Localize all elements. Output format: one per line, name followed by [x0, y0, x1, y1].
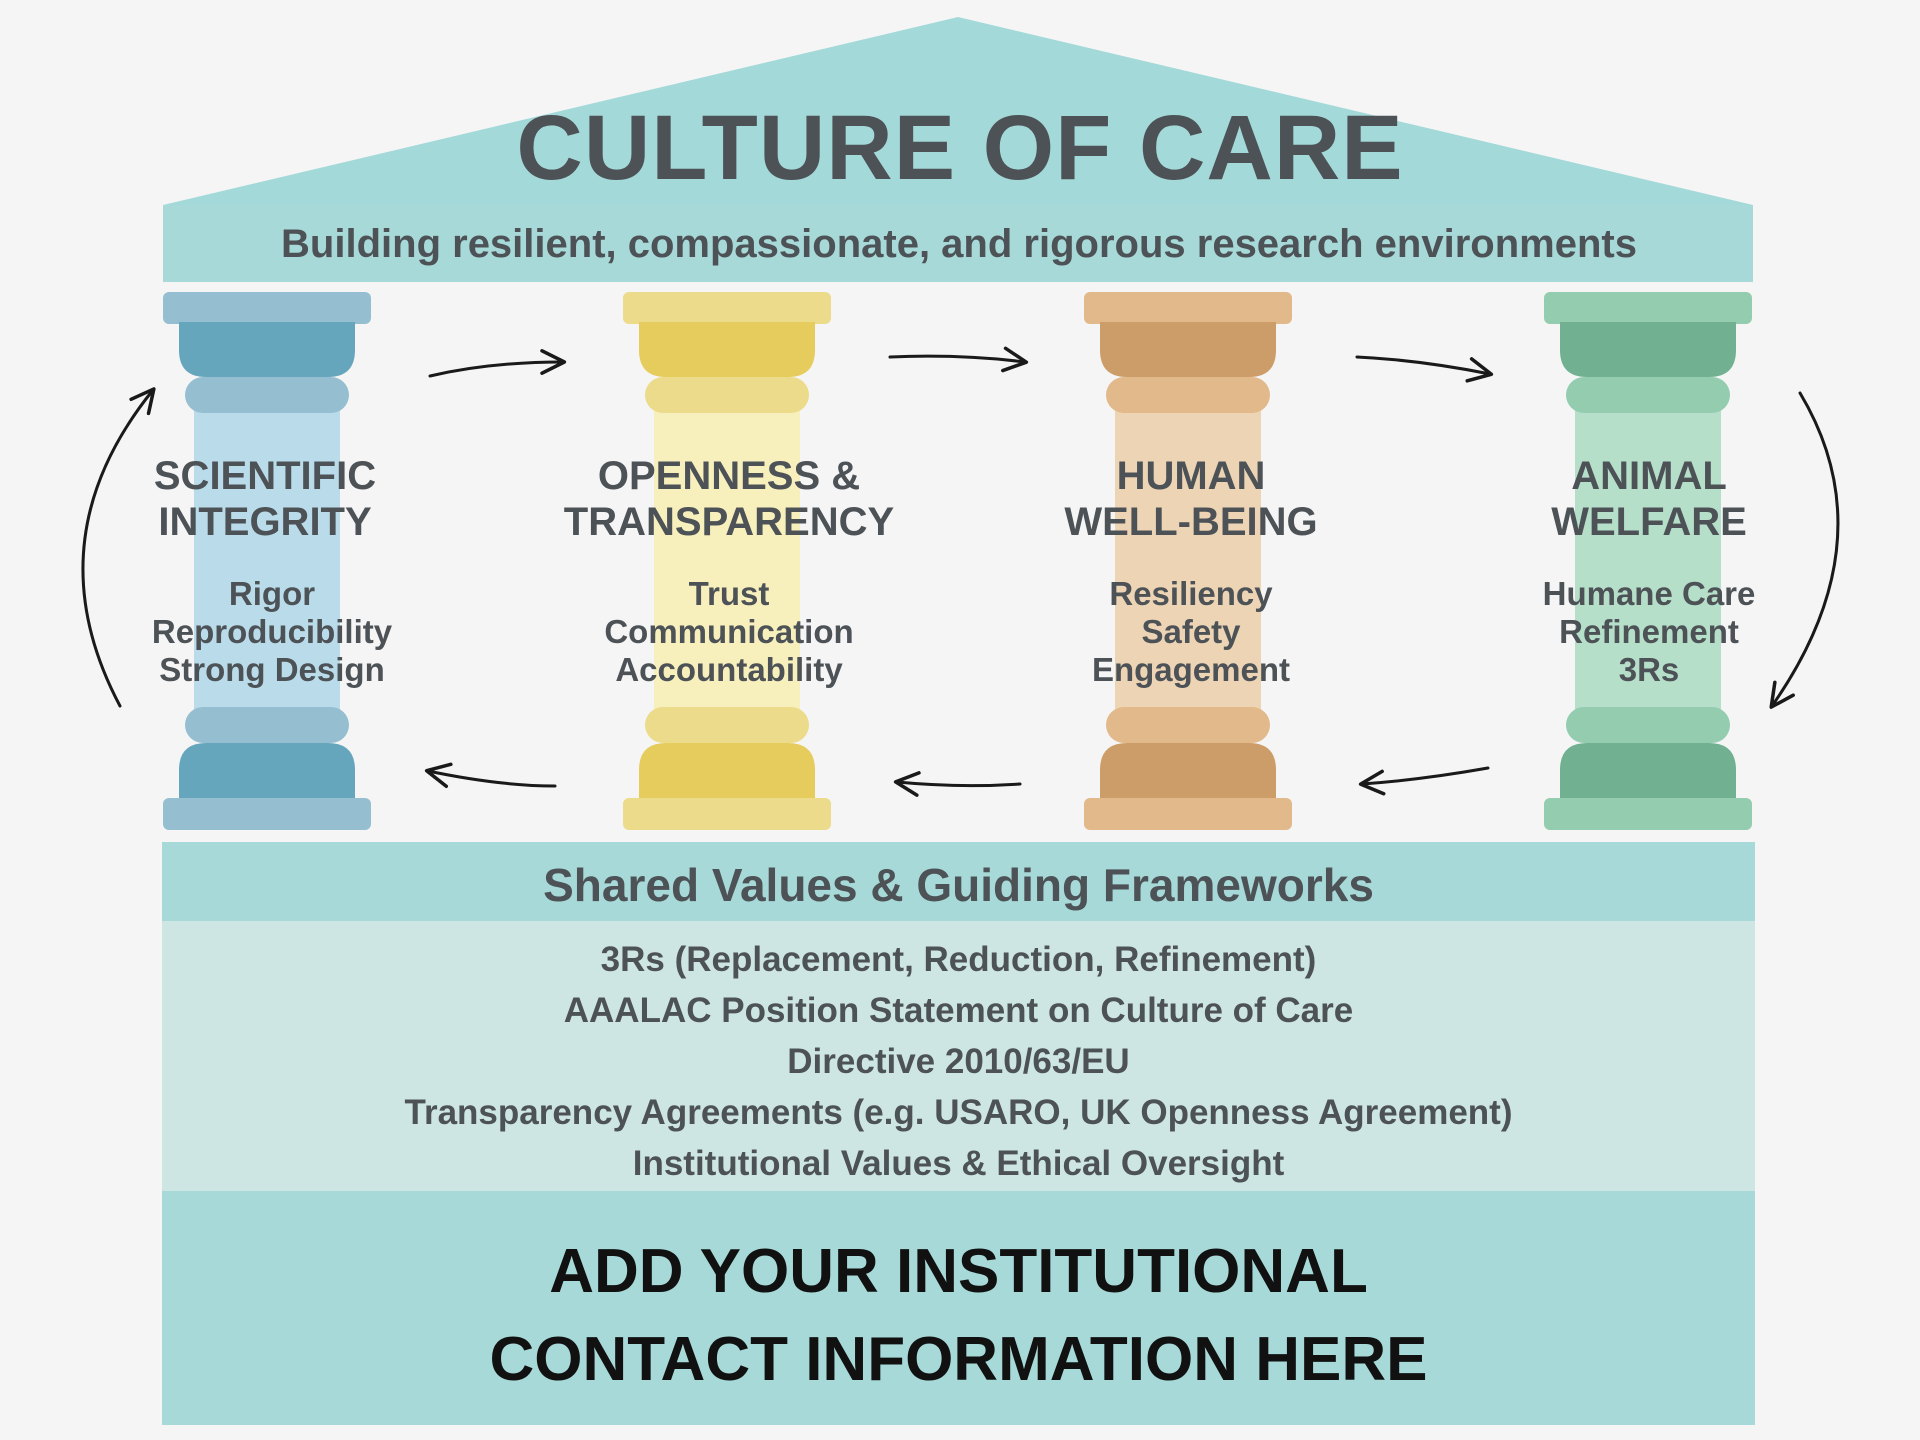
cycle-arrow-icon — [1769, 391, 1840, 709]
pillar-base-torus — [1560, 743, 1736, 800]
pillar-human-well-being — [1084, 292, 1292, 830]
pillar-openness-transparency — [623, 292, 831, 830]
cycle-arrow-icon — [893, 771, 1022, 797]
cycle-arrow-icon — [888, 346, 1029, 373]
pillar-capital-echinus — [1560, 322, 1736, 377]
foundation-title: Shared Values & Guiding Frameworks — [543, 859, 1374, 911]
contact-placeholder: ADD YOUR INSTITUTIONAL CONTACT INFORMATI… — [489, 1237, 1428, 1394]
pillar-items: Humane Care Refinement 3Rs — [1542, 575, 1756, 688]
pillar-shaft — [654, 410, 800, 710]
foundation-item: Directive 2010/63/EU — [787, 1042, 1130, 1081]
pillar-base-ring — [185, 707, 349, 743]
cycle-arrow-icon — [424, 762, 557, 788]
pillar-items: Rigor Reproducibility Strong Design — [151, 575, 393, 688]
pillar-title: ANIMAL WELFARE — [1551, 454, 1747, 544]
diagram-title: CULTURE OF CARE — [516, 97, 1404, 199]
contact-band — [162, 1191, 1755, 1425]
pillar-shaft — [194, 410, 340, 710]
pillar-items: Trust Communication Accountability — [604, 575, 854, 688]
pillar-capital-ring — [185, 377, 349, 413]
cycle-arrow-icon — [1355, 355, 1494, 383]
pillar-base-ring — [645, 707, 809, 743]
pillar-shaft — [1115, 410, 1261, 710]
pillar-capital-echinus — [1100, 322, 1276, 377]
foundation-item: 3Rs (Replacement, Reduction, Refinement) — [600, 940, 1317, 979]
pillar-base-torus — [179, 743, 355, 800]
pillar-title: SCIENTIFIC INTEGRITY — [153, 454, 377, 544]
pillar-capital-top — [1544, 292, 1752, 324]
pillar-plinth — [1544, 798, 1752, 830]
foundation-item: AAALAC Position Statement on Culture of … — [563, 991, 1354, 1030]
diagram-subtitle: Building resilient, compassionate, and r… — [281, 222, 1637, 266]
pillar-title: HUMAN WELL-BEING — [1064, 454, 1318, 544]
cycle-arrow-icon — [81, 387, 156, 708]
pillar-plinth — [163, 798, 371, 830]
pillar-capital-echinus — [179, 322, 355, 377]
pillar-animal-welfare — [1544, 292, 1752, 830]
foundation-list: 3Rs (Replacement, Reduction, Refinement)… — [162, 934, 1755, 1189]
pillar-shaft — [1575, 410, 1721, 710]
pillar-capital-top — [623, 292, 831, 324]
roof — [163, 17, 1753, 205]
pillar-base-torus — [1100, 743, 1276, 800]
foundation-item: Institutional Values & Ethical Oversight — [632, 1144, 1285, 1183]
pillar-capital-ring — [645, 377, 809, 413]
pillar-capital-ring — [1106, 377, 1270, 413]
pillar-items: Resiliency Safety Engagement — [1091, 575, 1291, 688]
pillar-capital-top — [163, 292, 371, 324]
pillar-plinth — [623, 798, 831, 830]
pillar-plinth — [1084, 798, 1292, 830]
architrave-band — [163, 205, 1753, 282]
foundation-body — [162, 921, 1755, 1191]
pillar-title: OPENNESS & TRANSPARENCY — [563, 454, 895, 544]
cycle-arrow-icon — [1358, 766, 1490, 796]
pillar-base-torus — [639, 743, 815, 800]
pillar-scientific-integrity — [163, 292, 371, 830]
foundation-item: Transparency Agreements (e.g. USARO, UK … — [404, 1093, 1513, 1132]
pillar-capital-echinus — [639, 322, 815, 377]
pillar-capital-top — [1084, 292, 1292, 324]
pillar-base-ring — [1566, 707, 1730, 743]
cycle-arrow-icon — [428, 349, 567, 378]
pillar-capital-ring — [1566, 377, 1730, 413]
pillar-base-ring — [1106, 707, 1270, 743]
foundation-header-band — [162, 842, 1755, 921]
